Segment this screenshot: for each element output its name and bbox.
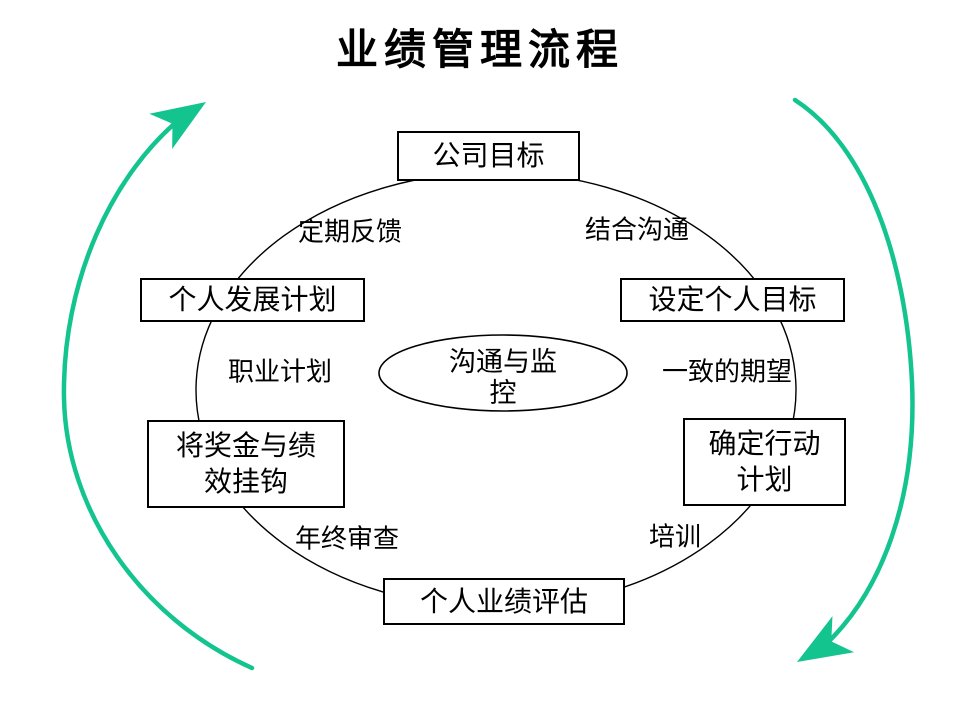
- edge-label-career-plan: 职业计划: [227, 357, 333, 388]
- page-title: 业绩管理流程: [335, 25, 624, 74]
- edge-label-regular-feedback: 定期反馈: [297, 217, 403, 248]
- edge-label-training: 培训: [648, 522, 702, 553]
- center-ellipse: [378, 334, 628, 412]
- node-development-plan: 个人发展计划: [140, 278, 365, 322]
- node-label: 将奖金与绩 效挂钩: [175, 429, 316, 498]
- edge-label-year-end-review: 年终审查: [294, 524, 400, 555]
- node-bonus-link: 将奖金与绩 效挂钩: [147, 420, 345, 508]
- edge-label-combined-communication: 结合沟通: [584, 215, 690, 246]
- edge-label-aligned-expectations: 一致的期望: [661, 357, 793, 388]
- node-action-plan: 确定行动 计划: [683, 418, 846, 506]
- up-arrowhead-icon: [149, 102, 206, 150]
- node-label: 公司目标: [432, 139, 545, 173]
- right-cycle-arrow: [792, 97, 915, 662]
- node-company-goals: 公司目标: [397, 131, 580, 181]
- node-label: 设定个人目标: [648, 283, 817, 317]
- node-label: 个人发展计划: [168, 283, 337, 317]
- down-arrowhead-icon: [797, 616, 855, 662]
- center-label: 沟通与监 控: [449, 347, 557, 410]
- node-set-personal-goals: 设定个人目标: [620, 278, 845, 322]
- node-label: 个人业绩评估: [419, 584, 588, 618]
- node-performance-review: 个人业绩评估: [383, 578, 625, 625]
- left-cycle-arrow: [61, 102, 255, 671]
- node-label: 确定行动 计划: [708, 427, 821, 496]
